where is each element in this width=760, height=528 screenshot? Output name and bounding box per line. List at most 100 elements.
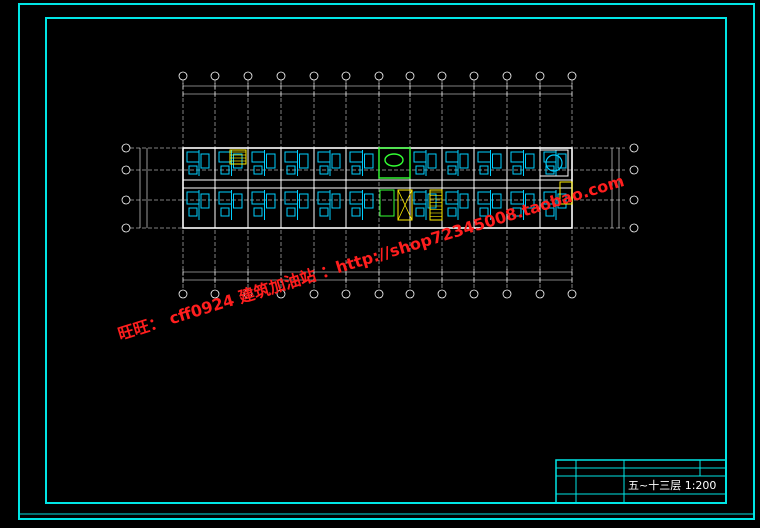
- basin-fixture: [479, 207, 489, 217]
- basin-fixture: [479, 165, 489, 175]
- bathroom-fixture: [218, 191, 232, 205]
- basin-fixture: [319, 165, 329, 175]
- axis-bubble-bottom: [374, 289, 384, 299]
- basin-fixture: [351, 165, 361, 175]
- bed-fixture: [364, 153, 374, 169]
- axis-bubble-right: [629, 223, 639, 233]
- bathroom-fixture: [445, 151, 459, 163]
- floor-plan: [121, 71, 639, 299]
- sheet-frame-inner: [45, 17, 727, 504]
- axis-bubble-left: [121, 195, 131, 205]
- bathroom-fixture: [284, 191, 298, 205]
- core-fixture: [384, 153, 404, 167]
- axis-bubble-bottom: [309, 289, 319, 299]
- axis-bubble-bottom: [469, 289, 479, 299]
- bathroom-fixture: [317, 151, 331, 163]
- axis-bubble-right: [629, 143, 639, 153]
- axis-bubble-top: [469, 71, 479, 81]
- round-table: [545, 154, 563, 172]
- axis-bubble-top: [502, 71, 512, 81]
- bathroom-fixture: [413, 151, 427, 163]
- bed-fixture: [200, 153, 210, 169]
- axis-bubble-bottom: [210, 289, 220, 299]
- bathroom-fixture: [317, 191, 331, 205]
- basin-fixture: [220, 165, 230, 175]
- basin-fixture: [351, 207, 361, 217]
- bed-fixture: [557, 153, 567, 169]
- basin-fixture: [220, 207, 230, 217]
- core-top: [378, 147, 411, 179]
- axis-bubble-bottom: [341, 289, 351, 299]
- basin-fixture: [415, 165, 425, 175]
- bed-fixture: [492, 193, 502, 209]
- bed-fixture: [233, 193, 243, 209]
- bathroom-fixture: [284, 151, 298, 163]
- bathroom-fixture: [510, 151, 524, 163]
- basin-fixture: [512, 165, 522, 175]
- basin-fixture: [319, 207, 329, 217]
- bathroom-fixture: [251, 151, 265, 163]
- axis-bubble-top: [341, 71, 351, 81]
- bed-fixture: [266, 193, 276, 209]
- axis-bubble-bottom: [535, 289, 545, 299]
- axis-bubble-top: [178, 71, 188, 81]
- axis-bubble-top: [210, 71, 220, 81]
- bathroom-fixture: [349, 191, 363, 205]
- axis-bubble-top: [405, 71, 415, 81]
- axis-bubble-bottom: [567, 289, 577, 299]
- core-room: [379, 189, 395, 217]
- bed-fixture: [299, 153, 309, 169]
- axis-bubble-top: [243, 71, 253, 81]
- bathroom-fixture: [186, 191, 200, 205]
- bed-fixture: [266, 153, 276, 169]
- bathroom-fixture: [445, 191, 459, 205]
- bed-fixture: [459, 153, 469, 169]
- basin-fixture: [545, 207, 555, 217]
- bed-fixture: [557, 193, 567, 209]
- axis-bubble-bottom: [502, 289, 512, 299]
- axis-bubble-top: [437, 71, 447, 81]
- axis-bubble-left: [121, 223, 131, 233]
- bed-fixture: [427, 153, 437, 169]
- basin-fixture: [447, 207, 457, 217]
- stair-core: [429, 189, 443, 221]
- watermark-text: 旺旺： cff0924 建筑加油站 ：http://shop72345008.t…: [116, 171, 627, 344]
- bathroom-fixture: [186, 151, 200, 163]
- axis-bubble-left: [121, 165, 131, 175]
- bed-fixture: [200, 193, 210, 209]
- basin-fixture: [447, 165, 457, 175]
- bed-fixture: [525, 193, 535, 209]
- drawing-title: 五~十三层 1:200: [628, 478, 716, 492]
- axis-bubble-top: [535, 71, 545, 81]
- axis-bubble-right: [629, 195, 639, 205]
- bed-fixture: [525, 153, 535, 169]
- bathroom-fixture: [413, 191, 427, 205]
- axis-bubble-bottom: [405, 289, 415, 299]
- axis-bubble-left: [121, 143, 131, 153]
- basin-fixture: [188, 207, 198, 217]
- end-stair: [559, 181, 573, 205]
- basin-fixture: [286, 165, 296, 175]
- axis-bubble-bottom: [243, 289, 253, 299]
- elevator-shaft: [397, 189, 413, 221]
- bed-fixture: [492, 153, 502, 169]
- title-block: 五~十三层 1:200: [555, 459, 727, 504]
- elevator-cross: [397, 189, 413, 221]
- basin-fixture: [253, 165, 263, 175]
- basin-fixture: [415, 207, 425, 217]
- basin-fixture: [545, 165, 555, 175]
- bed-fixture: [331, 193, 341, 209]
- basin-fixture: [286, 207, 296, 217]
- axis-bubble-top: [309, 71, 319, 81]
- axis-bubble-top: [276, 71, 286, 81]
- axis-bubble-bottom: [276, 289, 286, 299]
- bed-fixture: [364, 193, 374, 209]
- bathroom-fixture: [349, 151, 363, 163]
- bed-fixture: [427, 193, 437, 209]
- bed-fixture: [459, 193, 469, 209]
- axis-bubble-bottom: [437, 289, 447, 299]
- axis-bubble-right: [629, 165, 639, 175]
- end-room: [539, 149, 569, 177]
- axis-bubble-bottom: [178, 289, 188, 299]
